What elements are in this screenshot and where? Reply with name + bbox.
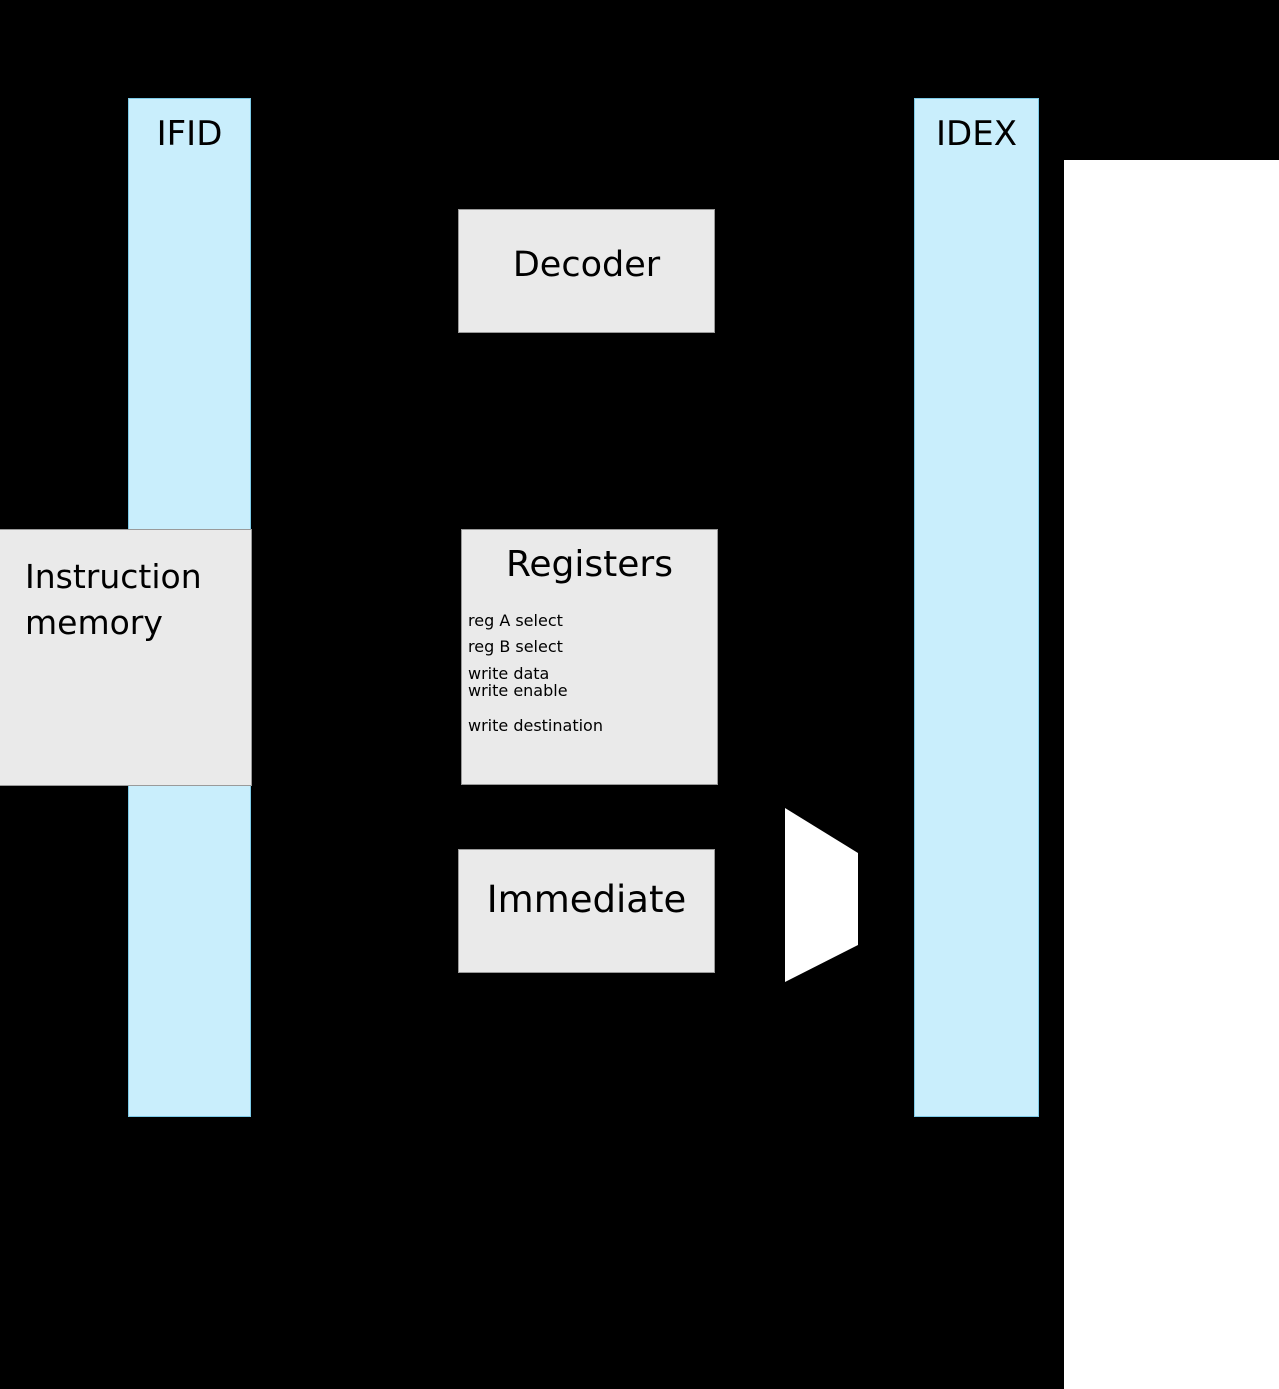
pipeline-register-idex-label: IDEX [936, 114, 1017, 154]
unit-registers[interactable]: Registers reg A select reg B select writ… [461, 529, 718, 785]
port-write-data: write data [468, 663, 550, 683]
port-write-enable: write enable [468, 680, 568, 700]
unit-immediate[interactable]: Immediate [458, 849, 715, 973]
diagram-backdrop-top-strip [1064, 0, 1279, 160]
port-reg-a-select: reg A select [468, 611, 563, 630]
unit-decoder[interactable]: Decoder [458, 209, 715, 333]
port-write-destination: write destination [468, 716, 603, 736]
unit-decoder-label: Decoder [512, 245, 661, 285]
unit-registers-label: Registers [506, 544, 673, 585]
unit-instruction-memory-label-line2: memory [25, 602, 163, 642]
unit-immediate-label: Immediate [486, 878, 687, 921]
unit-instruction-memory-label: Instruction memory [25, 554, 241, 645]
unit-registers-port-list: reg A select reg B select write data wri… [468, 611, 713, 736]
unit-instruction-memory[interactable]: Instruction memory [0, 529, 252, 786]
pipeline-register-ifid-label: IFID [156, 114, 223, 154]
multiplexer-trapezoid-icon [785, 808, 858, 982]
pipeline-register-idex[interactable]: IDEX [914, 98, 1039, 1117]
port-reg-b-select: reg B select [468, 637, 563, 657]
multiplexer[interactable] [785, 808, 859, 983]
unit-instruction-memory-label-line1: Instruction [25, 557, 202, 596]
